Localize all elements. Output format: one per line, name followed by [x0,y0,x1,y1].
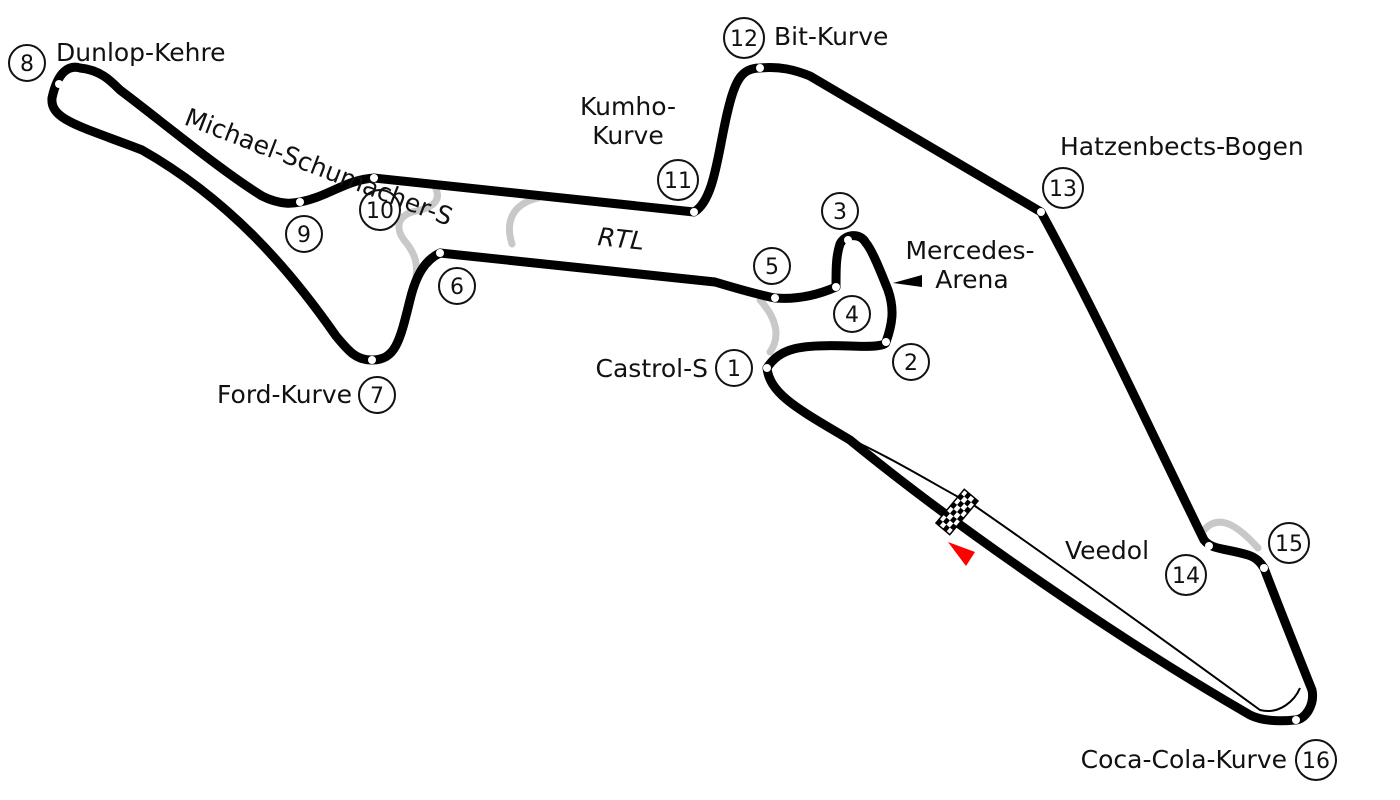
apex-dot [832,283,840,291]
label-hatzenbects-bogen: Hatzenbects-Bogen [1060,132,1304,161]
apex-dot [1260,564,1268,572]
corner-labels: Castrol-S Ford-Kurve Dunlop-Kehre Michae… [56,22,1304,774]
corner-badge-16: 16 [1295,739,1337,781]
corner-number: 11 [664,169,692,194]
apex-dot [1292,716,1300,724]
apex-markers [55,64,1300,724]
corner-number: 9 [297,223,311,248]
corner-number: 13 [1049,177,1077,202]
apex-dot [844,236,852,244]
corner-badge-10: 10 [359,189,401,231]
corner-badge-9: 9 [285,215,323,253]
corner-badge-2: 2 [892,343,930,381]
corner-number: 7 [370,384,384,409]
label-kumho-line1: Kumho- [580,92,676,121]
corner-badge-5: 5 [753,247,791,285]
corner-badge-4: 4 [833,295,871,333]
label-castrol-s: Castrol-S [596,354,708,383]
label-veedol: Veedol [1065,536,1149,565]
label-bit-kurve: Bit-Kurve [774,22,888,51]
pit-lane [847,437,1301,712]
corner-badge-6: 6 [438,267,476,305]
corner-badge-11: 11 [657,159,699,201]
corner-number: 8 [20,52,34,77]
corner-number: 6 [450,275,464,300]
runoff-rtl [505,194,542,248]
corner-badge-3: 3 [821,192,859,230]
corner-number: 1 [727,357,741,382]
corner-number: 10 [366,199,394,224]
runoff-schumacher [395,183,441,280]
race-direction-arrow-icon [948,542,975,566]
corner-badge-12: 12 [723,17,765,59]
apex-dot [436,249,444,257]
corner-badge-7: 7 [358,376,396,414]
corner-number: 14 [1172,564,1200,589]
apex-dot [368,356,376,364]
label-ford-kurve: Ford-Kurve [217,380,352,409]
runoff-castrol [756,296,780,356]
apex-dot [756,64,764,72]
apex-dot [771,294,779,302]
apex-dot [370,174,378,182]
apex-dot [296,198,304,206]
label-dunlop-kehre: Dunlop-Kehre [56,38,226,67]
corner-number: 12 [730,27,758,52]
label-coca-cola-kurve: Coca-Cola-Kurve [1081,745,1287,774]
mercedes-arena-pointer-icon [893,275,922,287]
runoff-veedol [1200,518,1262,552]
apex-dot [763,364,771,372]
label-mercedes-line1: Mercedes- [905,236,1034,265]
start-finish-line [934,488,980,536]
corner-number: 5 [765,255,779,280]
label-mercedes-line2: Arena [935,265,1008,294]
corner-badge-13: 13 [1042,167,1084,209]
alternative-track-sections [395,183,1262,552]
corner-badges: 1 2 3 4 5 6 7 8 9 10 11 12 13 14 15 16 [8,17,1337,781]
corner-badge-14: 14 [1165,554,1207,596]
corner-number: 2 [904,351,918,376]
corner-number: 15 [1275,532,1303,557]
corner-badge-8: 8 [8,44,46,82]
apex-dot [882,338,890,346]
apex-dot [55,80,63,88]
corner-badge-1: 1 [715,349,753,387]
label-rtl: RTL [596,222,645,256]
apex-dot [690,208,698,216]
track-layout [47,62,1318,726]
label-kumho-line2: Kurve [592,121,663,150]
corner-badge-15: 15 [1268,522,1310,564]
apex-dot [1205,542,1213,550]
corner-number: 3 [833,200,847,225]
corner-number: 4 [845,303,859,328]
corner-number: 16 [1302,749,1330,774]
apex-dot [1037,208,1045,216]
